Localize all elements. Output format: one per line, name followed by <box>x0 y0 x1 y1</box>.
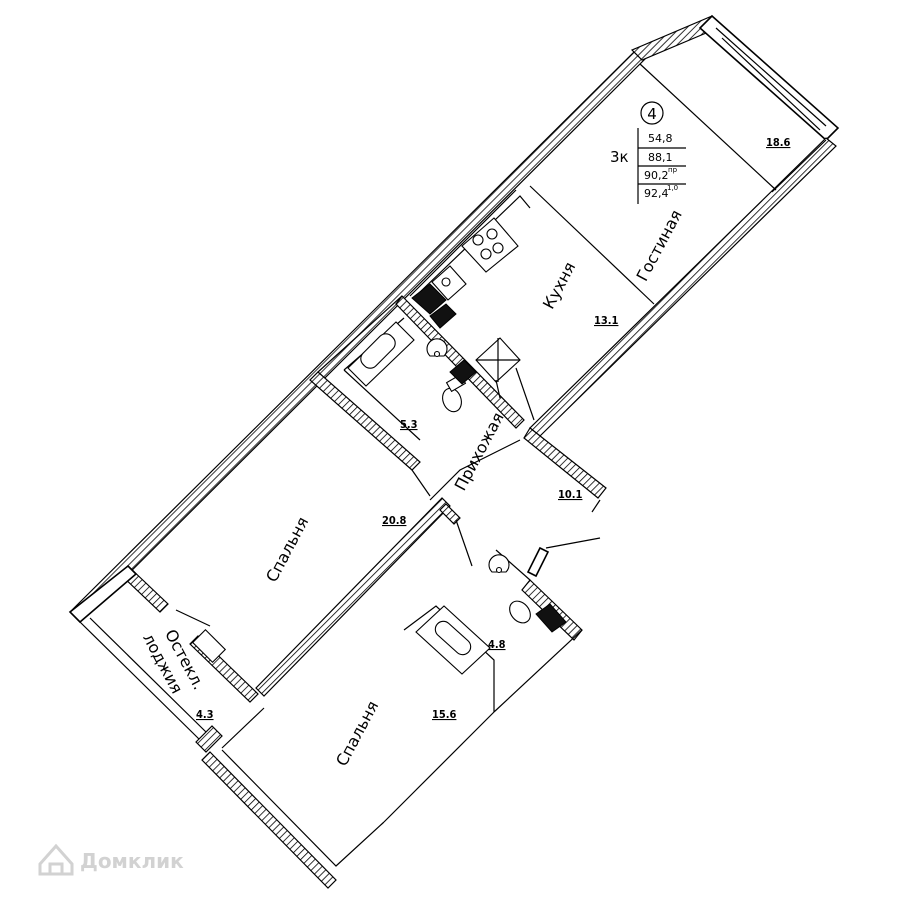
room-label-bedroom-2: Спальня <box>332 698 382 770</box>
washbasin-icon <box>426 338 448 358</box>
watermark: Домклик <box>38 843 184 876</box>
loggia-door-box <box>191 628 227 664</box>
watermark-text: Домклик <box>80 849 184 873</box>
wall-bedroom1-bedroom2 <box>255 497 451 697</box>
room-area-bathroom-1: 5.3 <box>400 418 418 431</box>
area-value-3: 90,2 <box>644 169 669 182</box>
area-value-1: 54,8 <box>648 132 673 145</box>
exterior-wall-bottom <box>201 751 337 889</box>
riser2-icon <box>449 359 477 385</box>
loggia-wall-bottom <box>195 725 223 753</box>
loggia-frame <box>68 564 138 624</box>
floor-number: 4 <box>647 105 657 123</box>
room-label-kitchen: Кухня <box>539 259 579 312</box>
room-area-hallway: 10.1 <box>558 488 583 501</box>
bathtub2-icon <box>415 605 491 675</box>
area-value-2: 88,1 <box>648 151 673 164</box>
riser3-icon <box>535 603 567 633</box>
rooms-code: 3к <box>610 148 629 166</box>
toilet2-icon <box>509 600 531 624</box>
area-sup-3: пр <box>668 166 678 174</box>
stove-icon <box>461 217 519 273</box>
window-top-right <box>698 14 840 142</box>
room-area-bathroom-2: 4.8 <box>488 638 506 651</box>
washbasin2-icon <box>488 554 510 574</box>
apartment-info: 4 3к 54,8 88,1 90,2 пр 92,4 1,0 <box>610 101 686 204</box>
hallway-wall-right <box>523 427 607 499</box>
room-label-hallway: Прихожая <box>451 409 508 494</box>
wall-hallway-bath2 <box>439 503 461 525</box>
area-value-4: 92,4 <box>644 187 669 200</box>
room-label-living: Гостиная <box>632 207 685 285</box>
kitchen-sink-icon <box>431 265 467 301</box>
house-icon <box>38 843 74 876</box>
wall-kitchen-bath <box>395 295 525 429</box>
area-sup-4: 1,0 <box>667 184 678 192</box>
room-area-kitchen: 13.1 <box>594 314 619 327</box>
room-area-bedroom-1: 20.8 <box>382 514 407 527</box>
room-area-loggia: 4.3 <box>196 708 214 721</box>
room-area-living: 18.6 <box>766 136 791 149</box>
bathtub-icon <box>347 321 415 387</box>
room-area-bedroom-2: 15.6 <box>432 708 457 721</box>
room-label-bedroom-1: Спальня <box>262 514 312 586</box>
riser-icon <box>411 283 457 329</box>
vent-shaft-icon <box>475 337 521 383</box>
exterior-wall-right <box>529 137 837 437</box>
wall-stub-bath2 <box>526 546 550 578</box>
